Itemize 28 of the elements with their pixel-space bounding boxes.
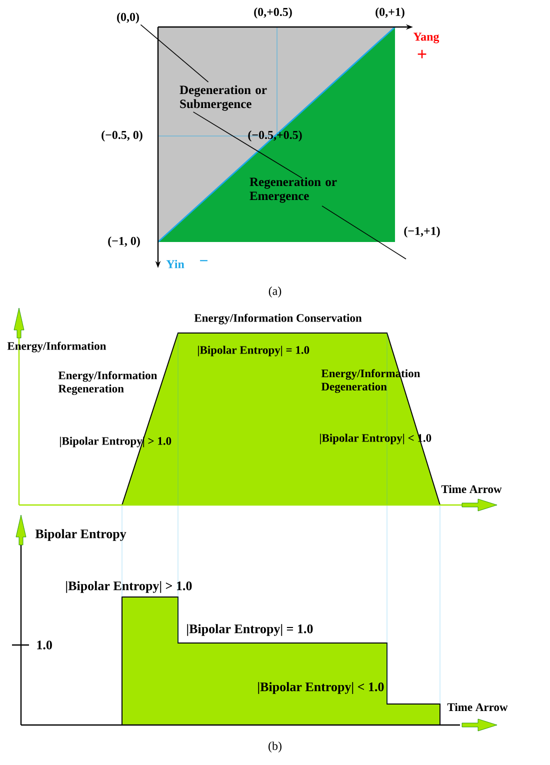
axis-label: Time Arrow (447, 702, 508, 712)
coordinate-label: (−0.5, 0) (102, 130, 142, 142)
coordinate-label: (−1,+1) (404, 226, 440, 238)
chart-title: Energy/Information Conservation (194, 314, 362, 324)
coordinate-label: (0,0) (117, 12, 139, 24)
level-label: |Bipolar Entropy| < 1.0 (258, 682, 384, 694)
axis-label: Bipolar Entropy (35, 529, 126, 541)
axis-label: Yin (166, 260, 184, 268)
region-label: Degeneration or Submergence (180, 85, 267, 111)
coordinate-label: (−1, 0) (108, 236, 140, 248)
leader-line (192, 112, 302, 178)
sign-mark: − (200, 260, 208, 262)
sign-mark: + (418, 50, 426, 58)
level-label: |Bipolar Entropy| > 1.0 (66, 581, 192, 593)
coordinate-label: (0,+0.5) (254, 8, 292, 18)
region-label: |Bipolar Entropy| = 1.0 (198, 346, 310, 356)
level-label: |Bipolar Entropy| = 1.0 (187, 624, 313, 636)
axis-label: Time Arrow (441, 484, 502, 494)
panel-caption: (a) (268, 286, 282, 298)
coordinate-label: (−0.5,+0.5) (248, 130, 302, 142)
leader-line (322, 206, 406, 260)
axis-label: Yang (413, 32, 440, 44)
coordinate-label: (0,+1) (376, 8, 404, 18)
region-label: Energy/Information Regeneration (58, 371, 158, 395)
leader-line (140, 24, 209, 82)
region-label: Regeneration or Emergence (250, 177, 337, 203)
panel-caption: (b) (268, 742, 282, 752)
tick-label: 1.0 (37, 640, 52, 650)
